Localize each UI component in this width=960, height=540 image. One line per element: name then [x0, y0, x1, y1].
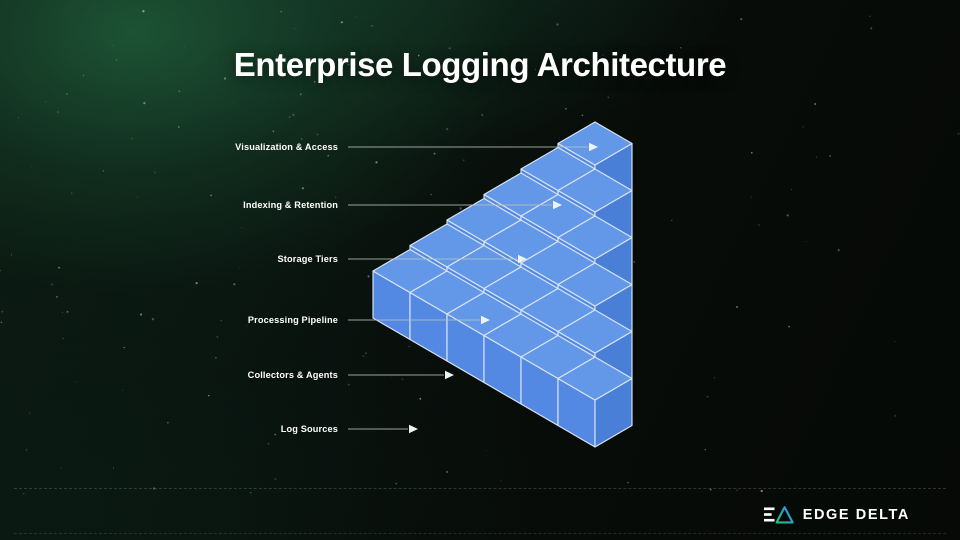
edge-delta-logo-icon: [763, 506, 794, 524]
leader-arrow-1: [589, 142, 598, 152]
leader-lines: [348, 142, 598, 434]
leader-arrow-2: [553, 200, 562, 210]
footer-divider: [14, 488, 946, 489]
layer-label-5: Collectors & Agents: [247, 370, 338, 380]
leader-arrow-5: [445, 370, 454, 380]
layer-label-6: Log Sources: [280, 424, 338, 434]
page-title: Enterprise Logging Architecture: [233, 46, 727, 83]
leader-arrow-3: [518, 254, 527, 264]
leader-arrow-6: [409, 424, 418, 434]
layer-label-4: Processing Pipeline: [247, 315, 338, 325]
layer-label-3: Storage Tiers: [277, 254, 338, 264]
leader-arrow-4: [481, 315, 490, 325]
layer-label-2: Indexing & Retention: [243, 200, 338, 210]
footer-divider-bottom: [14, 533, 946, 534]
cube-row-6: [372, 248, 633, 448]
brand-name: EDGE DELTA: [802, 507, 910, 523]
cube-rows: [372, 121, 633, 448]
brand-lockup: EDGE DELTA: [763, 504, 910, 526]
layer-label-1: Visualization & Access: [235, 142, 338, 152]
pyramid-cube: [557, 356, 633, 448]
